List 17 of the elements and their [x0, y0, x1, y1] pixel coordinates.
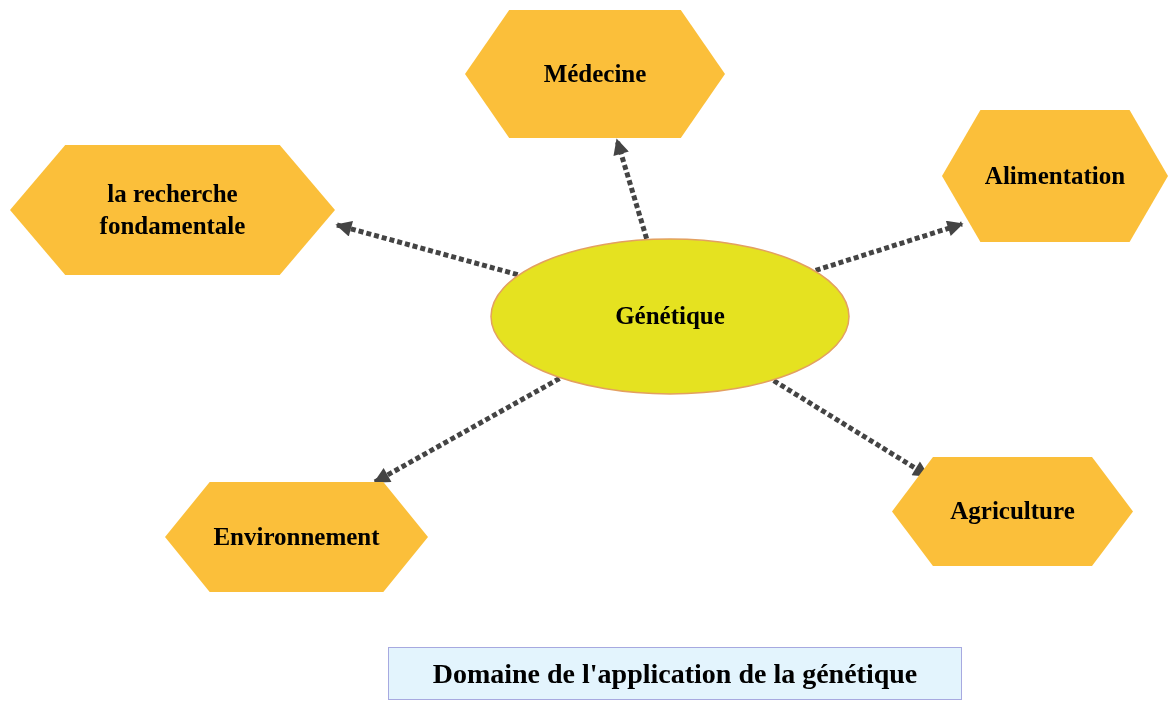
hexagon-node	[892, 457, 1133, 566]
caption: Domaine de l'application de la génétique	[388, 647, 962, 700]
dotted-arrow	[373, 376, 561, 485]
node-label: la recherche fondamentale	[98, 178, 247, 241]
node-label: Environnement	[213, 521, 380, 552]
dotted-arrow	[814, 220, 964, 273]
node-label: Génétique	[615, 301, 725, 332]
ellipse-node	[490, 238, 850, 395]
node-label: Alimentation	[984, 160, 1126, 191]
node-label: Médecine	[543, 58, 647, 89]
hexagon-node	[942, 110, 1168, 242]
node-label: Agriculture	[950, 496, 1075, 527]
dotted-arrow	[335, 221, 519, 278]
hexagon-node	[465, 10, 725, 138]
dotted-arrow	[613, 138, 650, 240]
hexagon-node	[10, 145, 335, 275]
hexagon-node	[165, 482, 428, 592]
